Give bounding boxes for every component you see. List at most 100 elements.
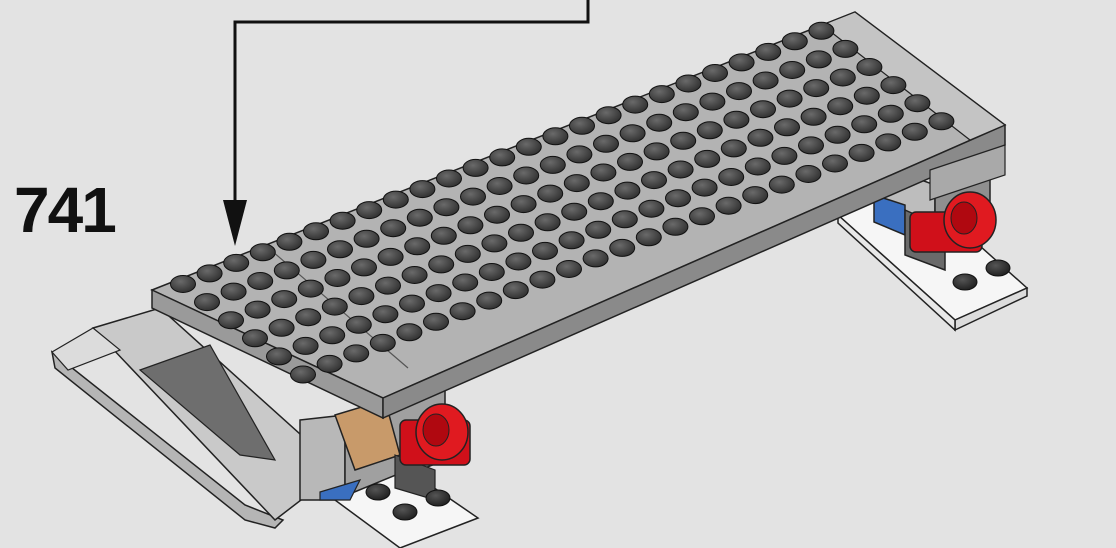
stud	[540, 156, 565, 173]
stud	[410, 181, 435, 198]
stud	[673, 104, 698, 121]
stud	[383, 191, 408, 208]
stud	[929, 113, 954, 130]
stud	[269, 319, 294, 336]
stud	[437, 170, 462, 187]
stud	[647, 114, 672, 131]
stud	[854, 87, 879, 104]
stud	[511, 196, 536, 213]
stud	[272, 291, 297, 308]
stud	[224, 254, 249, 271]
stud	[559, 232, 584, 249]
stud	[487, 178, 512, 195]
stud	[243, 330, 268, 347]
stud	[799, 137, 824, 154]
stud	[743, 187, 768, 204]
stud	[344, 345, 369, 362]
stud	[833, 40, 858, 57]
stud	[407, 209, 432, 226]
stud	[690, 208, 715, 225]
stud	[397, 324, 422, 341]
stud	[450, 303, 475, 320]
stud	[298, 280, 323, 297]
stud	[373, 306, 398, 323]
stud	[721, 140, 746, 157]
stud	[876, 134, 901, 151]
stud	[426, 285, 451, 302]
stud	[485, 206, 510, 223]
stud	[649, 86, 674, 103]
stud	[370, 334, 395, 351]
stud	[753, 72, 778, 89]
stud	[516, 138, 541, 155]
stud	[881, 77, 906, 94]
stud	[221, 283, 246, 300]
stud	[636, 229, 661, 246]
stud	[644, 143, 669, 160]
stud	[663, 218, 688, 235]
stud	[642, 172, 667, 189]
stud	[804, 80, 829, 97]
stud	[719, 169, 744, 186]
stud	[772, 147, 797, 164]
stud	[588, 193, 613, 210]
stud	[291, 366, 316, 383]
stud	[325, 270, 350, 287]
stud	[583, 250, 608, 267]
stud	[461, 188, 486, 205]
stud	[618, 153, 643, 170]
stud	[823, 155, 848, 172]
stud	[402, 267, 427, 284]
stud	[400, 295, 425, 312]
stud	[405, 238, 430, 255]
stud	[320, 327, 345, 344]
stud	[612, 211, 637, 228]
stud	[354, 230, 379, 247]
stud	[905, 95, 930, 112]
stud	[330, 212, 355, 229]
stud	[352, 259, 377, 276]
stud	[724, 111, 749, 128]
stud	[479, 264, 504, 281]
stud	[586, 221, 611, 238]
stud	[830, 69, 855, 86]
stud	[780, 62, 805, 79]
stud	[801, 108, 826, 125]
stud	[197, 265, 222, 282]
stud	[477, 292, 502, 309]
stud	[756, 43, 781, 60]
stud	[671, 132, 696, 149]
stud	[596, 107, 621, 124]
stud	[676, 75, 701, 92]
stud	[825, 126, 850, 143]
stud	[668, 161, 693, 178]
stud	[769, 176, 794, 193]
stud	[878, 105, 903, 122]
stud	[591, 164, 616, 181]
stud	[429, 256, 454, 273]
stud	[431, 227, 456, 244]
stud	[506, 253, 531, 270]
stud	[557, 261, 582, 278]
stud	[424, 313, 449, 330]
stud	[322, 298, 347, 315]
stud	[697, 122, 722, 139]
stud	[171, 276, 196, 293]
stud	[615, 182, 640, 199]
stud	[376, 277, 401, 294]
stud	[509, 224, 534, 241]
stud	[857, 59, 882, 76]
stud	[692, 179, 717, 196]
stud	[623, 96, 648, 113]
stud	[594, 135, 619, 152]
stud	[458, 217, 483, 234]
stud	[809, 22, 834, 39]
stud	[535, 214, 560, 231]
stud	[304, 223, 329, 240]
stud	[727, 83, 752, 100]
stud	[245, 301, 270, 318]
stud	[296, 309, 321, 326]
stud	[514, 167, 539, 184]
stud	[453, 274, 478, 291]
stud	[567, 146, 592, 163]
